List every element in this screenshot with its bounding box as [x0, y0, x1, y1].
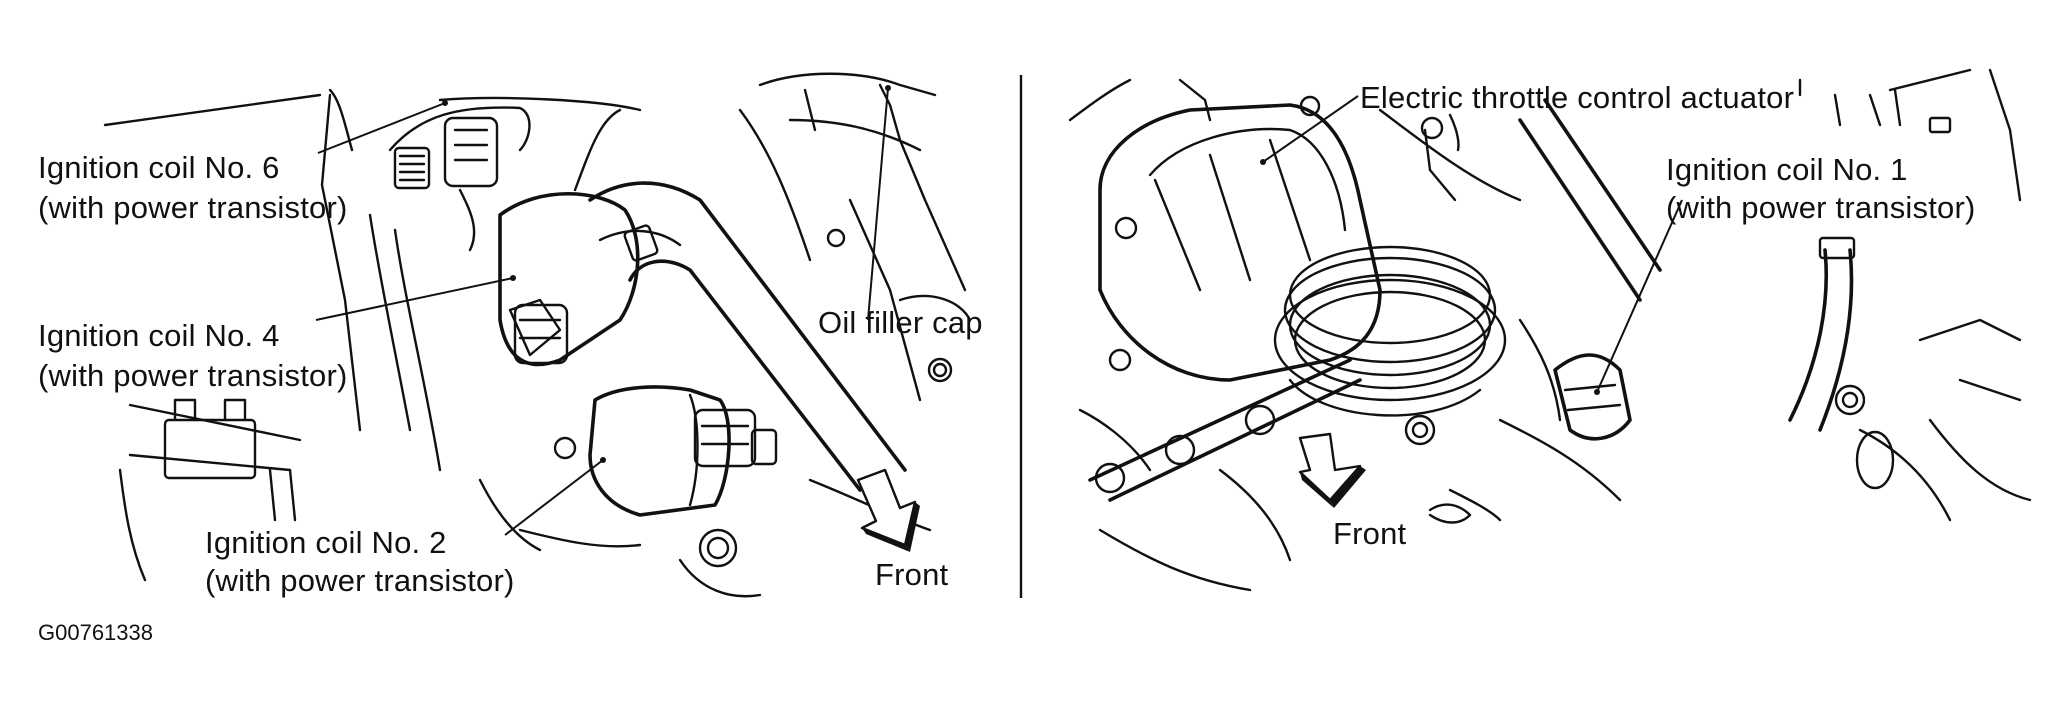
label-coil-2-name: Ignition coil No. 2	[205, 525, 447, 560]
left-engine-view	[103, 72, 972, 598]
label-front-left: Front	[875, 557, 949, 592]
main-hose	[573, 108, 907, 492]
label-throttle-actuator: Electric throttle control actuator	[1360, 80, 1795, 115]
front-arrow-right	[1298, 432, 1366, 508]
coil-6-connector	[393, 116, 499, 252]
label-coil-4-name: Ignition coil No. 4	[38, 318, 280, 353]
coil-1-connector	[1518, 318, 1632, 441]
label-front-right: Front	[1333, 516, 1407, 551]
label-coil-6-name: Ignition coil No. 6	[38, 150, 280, 185]
label-coil-1-name: Ignition coil No. 1	[1666, 152, 1908, 187]
front-arrow-left	[856, 468, 920, 552]
coil-2-body	[588, 385, 778, 517]
left-leader-lines	[315, 85, 891, 536]
throttle-spring	[1273, 245, 1507, 417]
throttle-body	[1098, 95, 1382, 382]
label-coil-1-desc: (with power transistor)	[1666, 190, 1976, 225]
label-coil-2-desc: (with power transistor)	[205, 563, 515, 598]
right-engine-view	[1068, 68, 2032, 592]
label-coil-4-desc: (with power transistor)	[38, 358, 348, 393]
left-bracket	[118, 398, 302, 582]
label-oil-filler-cap: Oil filler cap	[818, 305, 983, 340]
right-leader-lines	[1262, 95, 1683, 395]
coil-4-body	[498, 191, 640, 367]
label-coil-6-desc: (with power transistor)	[38, 190, 348, 225]
figure-id: G00761338	[38, 620, 153, 645]
